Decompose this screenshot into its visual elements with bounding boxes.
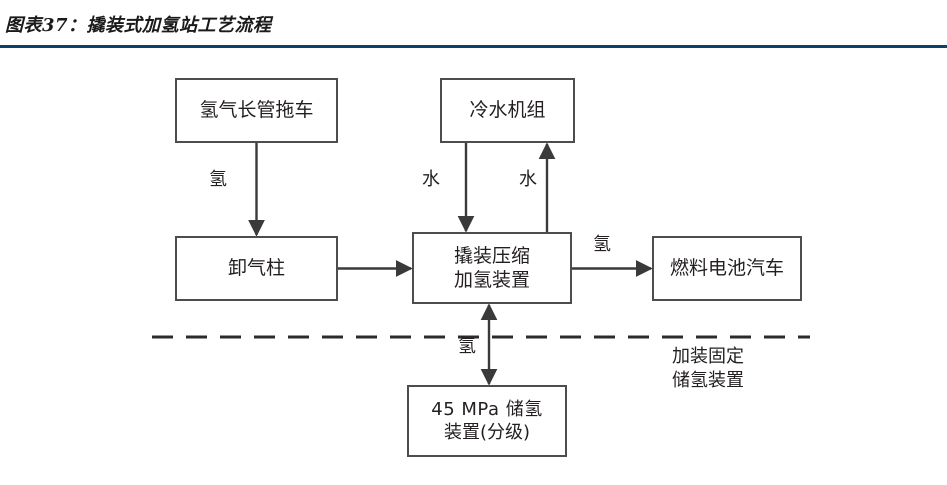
chart-header: 图表37：撬装式加氢站工艺流程 (0, 0, 947, 52)
node-label-line-2: 加氢装置 (453, 269, 530, 291)
edge-label-hydrogen-skid-to-storage: 氢 (458, 336, 476, 357)
process-flow-diagram: 氢气长管拖车 冷水机组 卸气柱 撬装压缩 加氢装置 燃料电池汽车 45 MPa … (0, 52, 947, 485)
annotation-line-2: 储氢装置 (672, 370, 744, 392)
node-label-line-1: 45 MPa 储氢 (431, 398, 543, 420)
node-hydrogen-tube-trailer[interactable]: 氢气长管拖车 (175, 78, 338, 143)
node-label: 冷水机组 (469, 99, 546, 122)
node-label: 氢气长管拖车 (199, 99, 314, 122)
title-underline-rule (0, 45, 947, 48)
annotation-line-1: 加装固定 (672, 346, 744, 367)
diagram-connectors-layer (152, 142, 810, 386)
node-skid-mounted-compression-refueling-unit[interactable]: 撬装压缩 加氢装置 (412, 232, 572, 304)
node-fuel-cell-vehicle[interactable]: 燃料电池汽车 (652, 236, 802, 301)
node-chiller-unit[interactable]: 冷水机组 (440, 78, 575, 143)
edge-label-water-chiller-to-skid: 水 (422, 169, 440, 190)
node-label: 卸气柱 (227, 257, 285, 280)
edge-label-water-skid-to-chiller: 水 (519, 169, 537, 190)
node-label-line-1: 撬装压缩 (453, 244, 530, 267)
node-label: 燃料电池汽车 (669, 257, 784, 280)
node-label-line-2: 装置(分级) (443, 422, 531, 443)
page-title: 图表37：撬装式加氢站工艺流程 (5, 15, 272, 36)
node-unloading-column[interactable]: 卸气柱 (175, 236, 338, 301)
node-45mpa-hydrogen-storage-unit[interactable]: 45 MPa 储氢 装置(分级) (407, 385, 567, 457)
edge-label-hydrogen-skid-to-vehicle: 氢 (593, 234, 611, 255)
edge-label-hydrogen-trailer-to-unload: 氢 (209, 169, 227, 190)
annotation-fixed-storage-section: 加装固定 储氢装置 (672, 345, 744, 394)
